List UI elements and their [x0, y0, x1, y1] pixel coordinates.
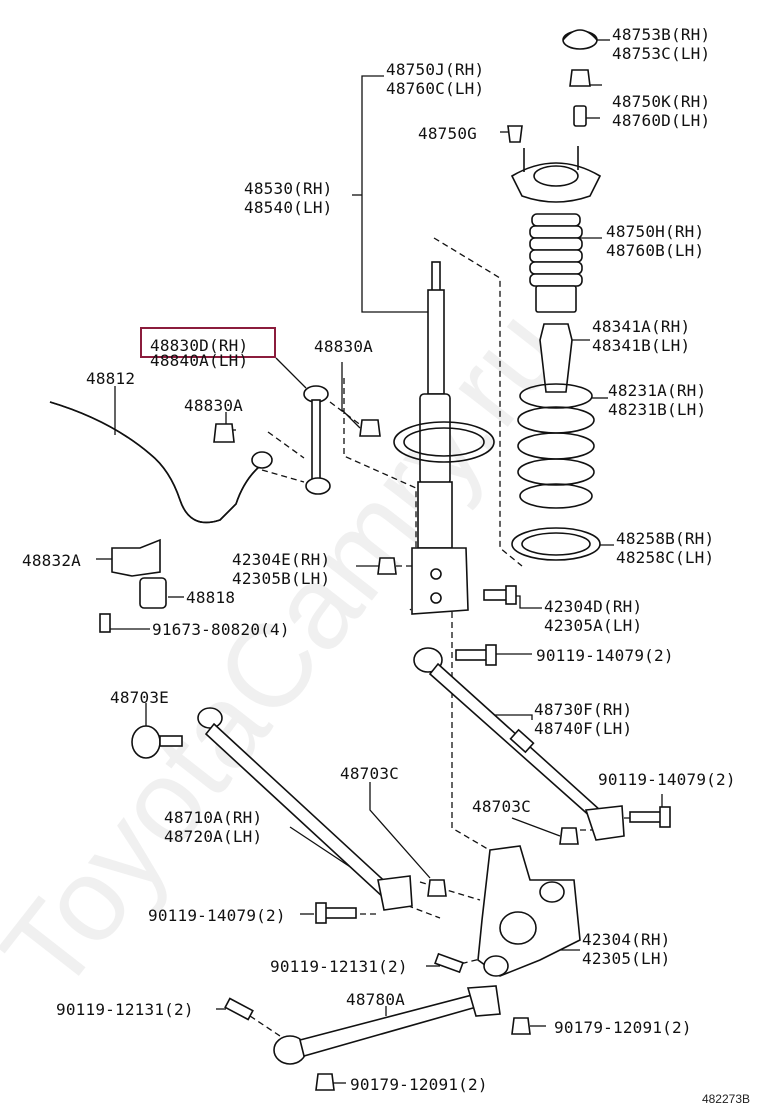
label-48703e-text: 48703E — [110, 688, 169, 707]
label-90119-c[interactable]: 90119-14079(2) — [148, 906, 286, 925]
label-42304[interactable]: 42304(RH)42305(LH) — [582, 930, 671, 968]
label-48830d-lh: 48840A(LH) — [150, 351, 249, 370]
label-90119-b[interactable]: 90119-14079(2) — [598, 770, 736, 789]
label-48818-text: 48818 — [186, 588, 236, 607]
label-90119-12131-a[interactable]: 90119-12131(2) — [270, 957, 408, 976]
label-48341[interactable]: 48341A(RH)48341B(LH) — [592, 317, 690, 355]
label-42304e-lh: 42305B(LH) — [232, 569, 331, 588]
label-90179-a[interactable]: 90179-12091(2) — [554, 1018, 692, 1037]
label-48830d[interactable]: 48830D(RH)48840A(LH) — [150, 336, 248, 370]
label-48730f-rh: 48730F(RH) — [534, 700, 633, 719]
label-48750k-rh: 48750K(RH) — [612, 92, 711, 111]
label-90179-b[interactable]: 90179-12091(2) — [350, 1075, 488, 1094]
label-90119-a[interactable]: 90119-14079(2) — [536, 646, 674, 665]
label-48830a-left[interactable]: 48830A — [184, 396, 243, 415]
label-48703c-right-text: 48703C — [472, 797, 531, 816]
label-48832a[interactable]: 48832A — [22, 551, 81, 570]
label-48750g-text: 48750G — [418, 124, 477, 143]
label-48750g[interactable]: 48750G — [418, 124, 477, 143]
label-48750h[interactable]: 48750H(RH)48760B(LH) — [606, 222, 704, 260]
label-48341-rh: 48341A(RH) — [592, 317, 691, 336]
label-90119-c-text: 90119-14079(2) — [148, 906, 286, 925]
label-48258-rh: 48258B(RH) — [616, 529, 715, 548]
label-91673-text: 91673-80820(4) — [152, 620, 290, 639]
label-48231-lh: 48231B(LH) — [608, 400, 707, 419]
label-90119-12131-a-text: 90119-12131(2) — [270, 957, 408, 976]
label-48231[interactable]: 48231A(RH)48231B(LH) — [608, 381, 706, 419]
label-48703e[interactable]: 48703E — [110, 688, 169, 707]
label-91673[interactable]: 91673-80820(4) — [152, 620, 290, 639]
label-48730f[interactable]: 48730F(RH)48740F(LH) — [534, 700, 632, 738]
label-42304e[interactable]: 42304E(RH)42305B(LH) — [232, 550, 330, 588]
label-48710a-rh: 48710A(RH) — [164, 808, 263, 827]
label-48750h-lh: 48760B(LH) — [606, 241, 705, 260]
label-48258[interactable]: 48258B(RH)48258C(LH) — [616, 529, 714, 567]
label-48710a-lh: 48720A(LH) — [164, 827, 263, 846]
label-48750j-lh: 48760C(LH) — [386, 79, 485, 98]
label-90119-a-text: 90119-14079(2) — [536, 646, 674, 665]
label-48812-text: 48812 — [86, 369, 136, 388]
diagram-id: 482273B — [701, 1092, 750, 1106]
label-48753-lh: 48753C(LH) — [612, 44, 711, 63]
label-48258-lh: 48258C(LH) — [616, 548, 715, 567]
label-48830a-top-text: 48830A — [314, 337, 373, 356]
label-48730f-lh: 48740F(LH) — [534, 719, 633, 738]
label-48750j[interactable]: 48750J(RH)48760C(LH) — [386, 60, 484, 98]
label-48830d-rh: 48830D(RH) — [150, 336, 249, 355]
label-48830a-top[interactable]: 48830A — [314, 337, 373, 356]
label-90119-12131-b-text: 90119-12131(2) — [56, 1000, 194, 1019]
label-48703c-mid-text: 48703C — [340, 764, 399, 783]
label-42304d-rh: 42304D(RH) — [544, 597, 643, 616]
label-48753-rh: 48753B(RH) — [612, 25, 711, 44]
label-48703c-right[interactable]: 48703C — [472, 797, 531, 816]
label-90119-b-text: 90119-14079(2) — [598, 770, 736, 789]
label-48341-lh: 48341B(LH) — [592, 336, 691, 355]
label-48830a-left-text: 48830A — [184, 396, 243, 415]
label-48780a[interactable]: 48780A — [346, 990, 405, 1009]
label-48832a-text: 48832A — [22, 551, 81, 570]
label-42304d-lh: 42305A(LH) — [544, 616, 643, 635]
highlight-box — [140, 327, 276, 358]
label-48750k[interactable]: 48750K(RH)48760D(LH) — [612, 92, 710, 130]
label-48750j-rh: 48750J(RH) — [386, 60, 485, 79]
label-42304-rh: 42304(RH) — [582, 930, 671, 949]
label-48231-rh: 48231A(RH) — [608, 381, 707, 400]
label-42304e-rh: 42304E(RH) — [232, 550, 331, 569]
label-48750k-lh: 48760D(LH) — [612, 111, 711, 130]
label-48710a[interactable]: 48710A(RH)48720A(LH) — [164, 808, 262, 846]
label-48530[interactable]: 48530(RH)48540(LH) — [244, 179, 333, 217]
label-42304d[interactable]: 42304D(RH)42305A(LH) — [544, 597, 642, 635]
label-48818[interactable]: 48818 — [186, 588, 235, 607]
label-48780a-text: 48780A — [346, 990, 405, 1009]
label-90179-a-text: 90179-12091(2) — [554, 1018, 692, 1037]
label-90179-b-text: 90179-12091(2) — [350, 1075, 488, 1094]
label-48530-lh: 48540(LH) — [244, 198, 333, 217]
label-48703c-mid[interactable]: 48703C — [340, 764, 399, 783]
label-90119-12131-b[interactable]: 90119-12131(2) — [56, 1000, 194, 1019]
label-48753[interactable]: 48753B(RH)48753C(LH) — [612, 25, 710, 63]
label-48812[interactable]: 48812 — [86, 369, 135, 388]
label-48530-rh: 48530(RH) — [244, 179, 333, 198]
label-48750h-rh: 48750H(RH) — [606, 222, 705, 241]
label-42304-lh: 42305(LH) — [582, 949, 671, 968]
